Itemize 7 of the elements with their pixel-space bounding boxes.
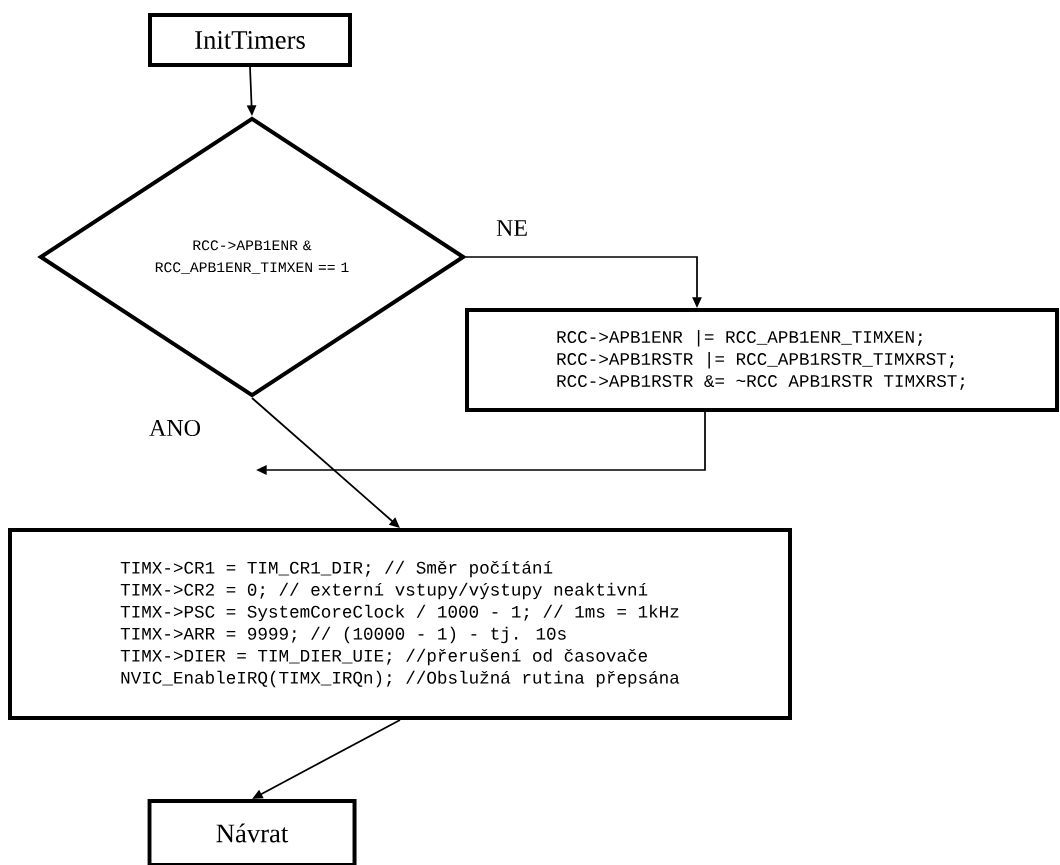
terminal-box: Návrat <box>147 799 357 865</box>
edge-label: ANO <box>147 418 203 438</box>
process-box: TIMX->CR1 = TIM_CR1_DIR; // Směr počítání TIMX->CR2 = 0; // externí vstupy/výstupy neaktivní TIMX->PSC = SystemCoreClock / 1000 - 1; // 1ms = 1kHz TIMX->ARR = 9999; // (10000 - 1) - tj. 10s TIMX->DIER = TIM_DIER_UIE; //přerušení od časovače NVIC_EnableIRQ(TIMX_IRQn); //Obslužná rutina přepsána <box>8 528 792 720</box>
arrow <box>251 397 400 528</box>
edge-label: NE <box>494 218 530 238</box>
terminal-box: InitTimers <box>148 13 352 67</box>
process-box: RCC->APB1ENR |= RCC_APB1ENR_TIMXEN; RCC->APB1RSTR |= RCC_APB1RSTR_TIMXRST; RCC->APB1RSTR &= ~RCC APB1RSTR TIMXRST; <box>465 308 1059 412</box>
